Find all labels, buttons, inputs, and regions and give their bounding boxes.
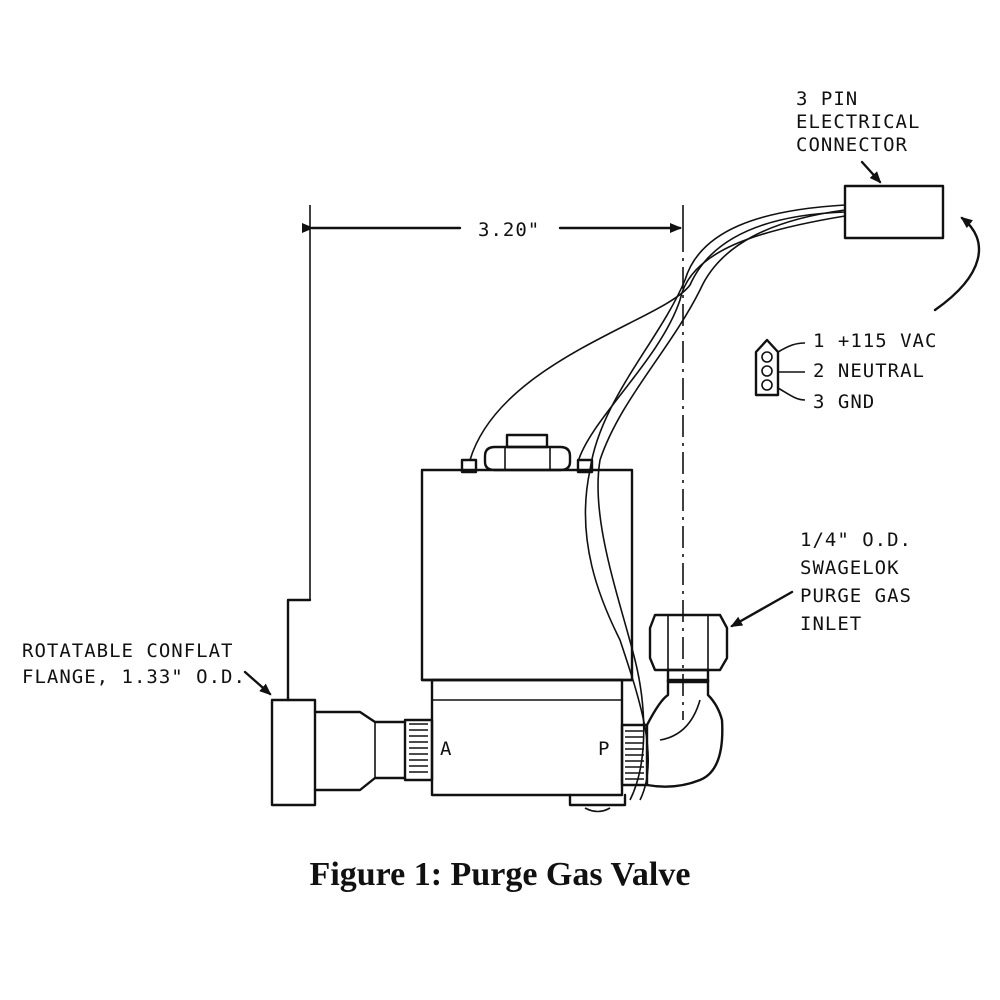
port-a-label: A — [440, 738, 452, 760]
inlet-label-line1: 1/4" O.D. — [800, 529, 912, 551]
flange-tube — [313, 710, 407, 792]
flange-label-line2: FLANGE, 1.33" O.D. — [22, 666, 246, 688]
port-a-fitting — [403, 718, 434, 782]
inlet-label-line3: PURGE GAS — [800, 585, 912, 607]
wire-bundle — [469, 204, 846, 801]
dimension-line — [302, 205, 684, 720]
inlet-label-line4: INLET — [800, 613, 862, 635]
figure-caption: Figure 1: Purge Gas Valve — [310, 856, 691, 893]
connector-label-line1: 3 PIN — [796, 88, 858, 110]
pin-1-label: 1 +115 VAC — [813, 330, 937, 352]
mounting-bracket — [286, 598, 312, 702]
flange-arrow — [243, 670, 272, 696]
port-p-label: P — [598, 738, 610, 760]
pin-2-label: 2 NEUTRAL — [813, 360, 925, 382]
conflat-flange — [270, 698, 317, 807]
pin-face — [754, 338, 806, 401]
inlet-arrow — [730, 590, 794, 628]
valve-body — [420, 433, 634, 813]
connector-label-line3: CONNECTOR — [796, 134, 908, 156]
inlet-label-line2: SWAGELOK — [800, 557, 900, 579]
swagelok-elbow — [645, 613, 729, 788]
connector-label-line2: ELECTRICAL — [796, 111, 920, 133]
electrical-connector — [843, 184, 945, 240]
pinout-arrow — [933, 216, 981, 312]
dimension-label: 3.20" — [478, 219, 540, 241]
pin-3-label: 3 GND — [813, 391, 875, 413]
connector-arrow — [860, 160, 882, 184]
flange-label-line1: ROTATABLE CONFLAT — [22, 640, 233, 662]
